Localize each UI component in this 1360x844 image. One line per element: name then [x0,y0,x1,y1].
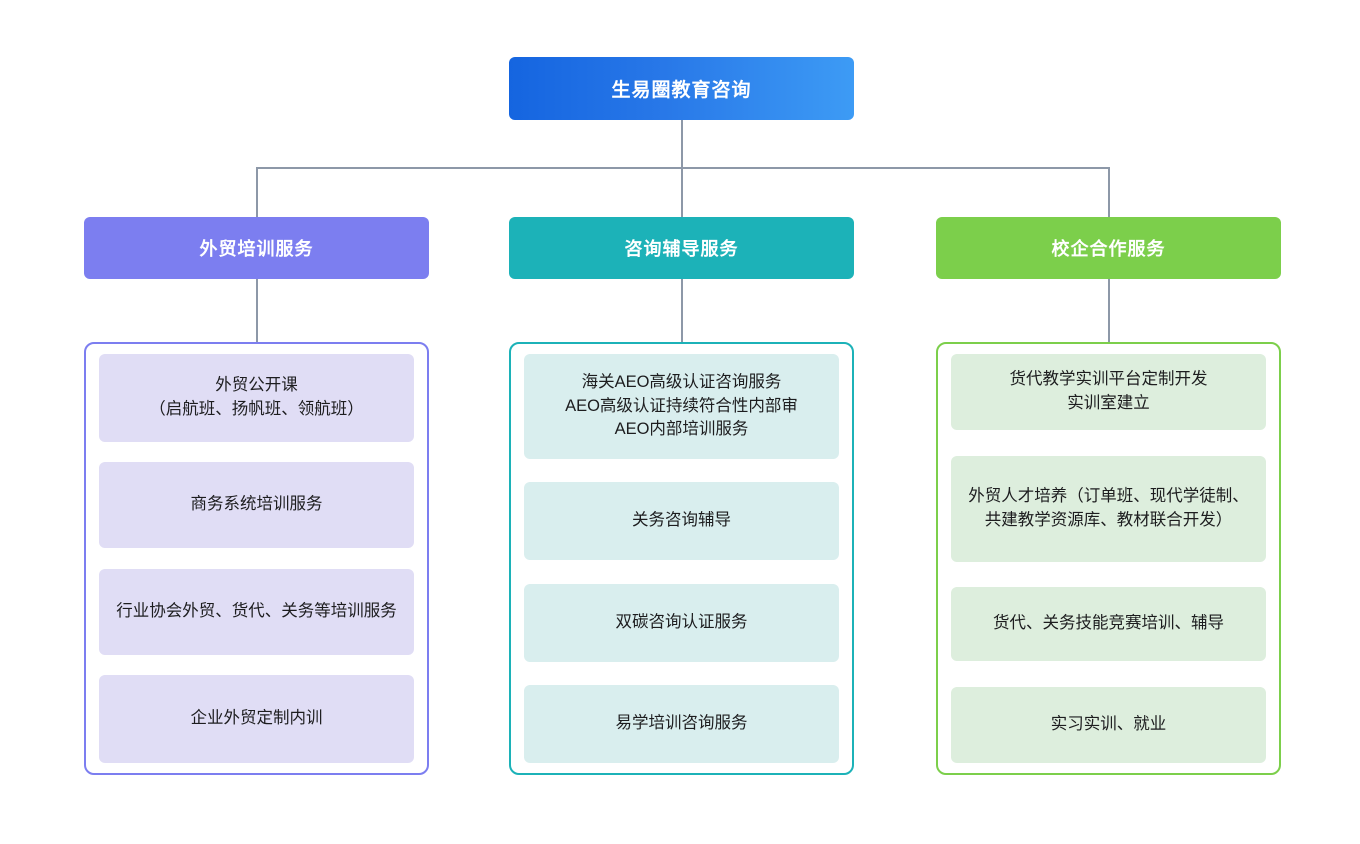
branch-1-item-2[interactable]: 商务系统培训服务 [99,462,414,549]
branch-body-1: 外贸公开课 （启航班、扬帆班、领航班） 商务系统培训服务 行业协会外贸、货代、关… [84,342,429,775]
root-node[interactable]: 生易圈教育咨询 [509,57,854,120]
connector-root-stem [681,120,683,168]
branch-header-2[interactable]: 咨询辅导服务 [509,217,854,279]
connector-drop-branch-3 [1108,167,1110,217]
branch-1-item-3[interactable]: 行业协会外贸、货代、关务等培训服务 [99,568,414,655]
connector-horizontal-bus [256,167,1109,169]
branch-2-item-2[interactable]: 关务咨询辅导 [524,482,839,561]
connector-header-to-body-3 [1108,279,1110,342]
branch-2-item-4[interactable]: 易学培训咨询服务 [524,684,839,763]
branch-3-item-2[interactable]: 外贸人才培养（订单班、现代学徒制、共建教学资源库、教材联合开发） [951,455,1266,562]
branch-1-item-4[interactable]: 企业外贸定制内训 [99,674,414,763]
branch-column-3: 校企合作服务 货代教学实训平台定制开发 实训室建立 外贸人才培养（订单班、现代学… [936,217,1281,775]
branch-3-item-1[interactable]: 货代教学实训平台定制开发 实训室建立 [951,354,1266,430]
branch-body-3: 货代教学实训平台定制开发 实训室建立 外贸人才培养（订单班、现代学徒制、共建教学… [936,342,1281,775]
branch-1-item-1[interactable]: 外贸公开课 （启航班、扬帆班、领航班） [99,354,414,442]
branch-3-item-4[interactable]: 实习实训、就业 [951,686,1266,763]
branch-2-item-3[interactable]: 双碳咨询认证服务 [524,583,839,662]
connector-drop-branch-1 [256,167,258,217]
branch-column-1: 外贸培训服务 外贸公开课 （启航班、扬帆班、领航班） 商务系统培训服务 行业协会… [84,217,429,775]
connector-header-to-body-2 [681,279,683,342]
connector-header-to-body-1 [256,279,258,342]
branch-body-2: 海关AEO高级认证咨询服务 AEO高级认证持续符合性内部审 AEO内部培训服务 … [509,342,854,775]
branch-2-item-1[interactable]: 海关AEO高级认证咨询服务 AEO高级认证持续符合性内部审 AEO内部培训服务 [524,354,839,459]
connector-drop-branch-2 [681,167,683,217]
branch-header-3[interactable]: 校企合作服务 [936,217,1281,279]
branch-header-1[interactable]: 外贸培训服务 [84,217,429,279]
branch-3-item-3[interactable]: 货代、关务技能竞赛培训、辅导 [951,587,1266,662]
branch-column-2: 咨询辅导服务 海关AEO高级认证咨询服务 AEO高级认证持续符合性内部审 AEO… [509,217,854,775]
